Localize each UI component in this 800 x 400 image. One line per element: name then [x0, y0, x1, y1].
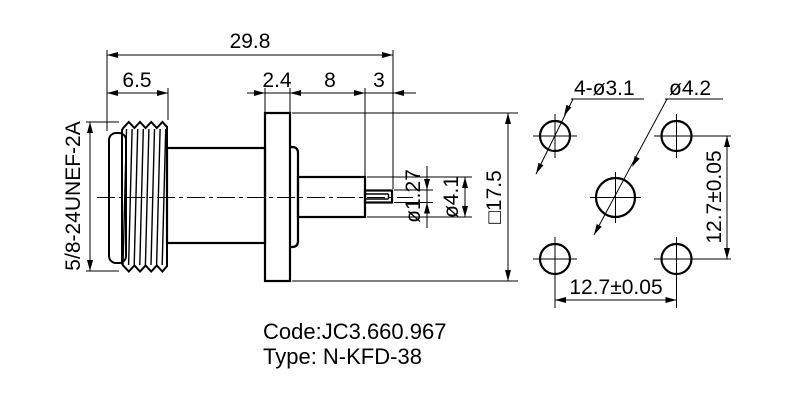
dim-body-label: 8: [324, 69, 336, 92]
dim-flange-label: 2.4: [262, 69, 292, 92]
dim-front-label: 6.5: [122, 69, 151, 92]
thread-spec-label: 5/8-24UNEF-2A: [62, 121, 85, 270]
center-hole-label: ø4.2: [669, 77, 711, 100]
dim-insulator-dia-label: ø4.1: [440, 176, 463, 218]
dim-pin-dia-label: ø1.27: [402, 169, 425, 223]
part-code: Code:JC3.660.967: [263, 319, 446, 344]
dim-flange-square-label: □17.5: [483, 170, 506, 224]
dim-hole-spacing-h-label: 12.7±0.05: [569, 276, 662, 299]
contact-pin: [363, 189, 394, 204]
front-view: 4-ø3.1 ø4.2 12.7±0.05 12.7±0.05: [533, 77, 731, 308]
dim-overall-label: 29.8: [230, 30, 271, 53]
dim-hole-spacing-v-label: 12.7±0.05: [703, 150, 726, 243]
mount-holes-label: 4-ø3.1: [574, 77, 635, 100]
thread-outline: [121, 120, 168, 274]
title-block: Code:JC3.660.967 Type: N-KFD-38: [263, 319, 446, 369]
part-type: Type: N-KFD-38: [263, 344, 422, 369]
side-view: [97, 111, 413, 283]
dim-pin-label: 3: [373, 69, 385, 92]
connector-body: [165, 146, 267, 245]
side-view-dimensions: 29.8 6.5 2.4 8 3 5/8-24UNEF-2A □17.5: [62, 30, 518, 282]
